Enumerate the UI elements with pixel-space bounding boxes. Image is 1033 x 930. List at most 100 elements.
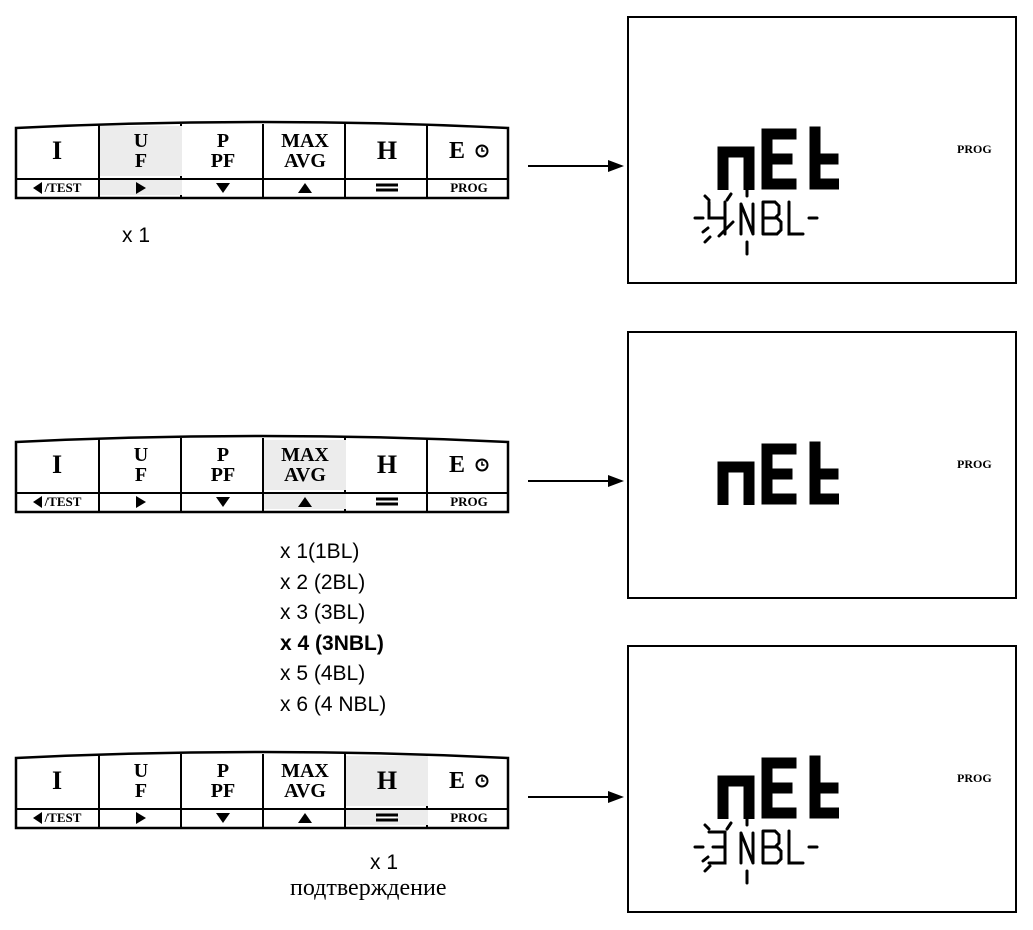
left-test-button[interactable]: /TEST — [16, 180, 98, 195]
arrow-down-icon — [216, 496, 230, 507]
down-button[interactable] — [182, 810, 264, 825]
key-h[interactable]: H — [346, 756, 428, 806]
key-label-top: MAX — [281, 760, 329, 782]
enter-icon — [376, 497, 398, 506]
arrow-right-icon — [136, 181, 146, 194]
key-label: H — [376, 450, 398, 479]
arrow-left-icon — [32, 181, 42, 194]
prog-indicator: PROG — [957, 457, 992, 471]
up-button[interactable] — [264, 494, 346, 509]
confirm-label: подтверждение — [290, 875, 447, 901]
key-label-bottom: F — [134, 464, 148, 486]
left-test-button[interactable]: /TEST — [16, 810, 98, 825]
lcd-letter-b — [761, 829, 783, 865]
key-e-clock[interactable]: E — [428, 756, 510, 806]
lcd-letter-l — [787, 829, 805, 865]
key-h[interactable]: H — [346, 440, 428, 490]
key-label: H — [376, 136, 398, 165]
key-label-bottom: PF — [210, 780, 236, 802]
key-label-bottom: F — [134, 150, 148, 172]
lcd-seg-n — [717, 775, 755, 819]
key-label: E — [448, 768, 465, 794]
key-i[interactable]: I — [16, 756, 98, 806]
press-option: x 6 (4 NBL) — [280, 692, 387, 716]
enter-button[interactable] — [346, 494, 428, 509]
key-label: E — [448, 138, 465, 164]
key-label-top: P — [216, 444, 230, 466]
arrow-right-icon — [136, 811, 146, 824]
key-e-clock[interactable]: E — [428, 126, 510, 176]
down-button[interactable] — [182, 180, 264, 195]
key-label-top: P — [216, 130, 230, 152]
press-count-step-1: x 1 — [122, 224, 151, 247]
lcd-seg-t — [809, 755, 839, 819]
arrow-right-icon — [136, 495, 146, 508]
press-options-list: x 1(1BL) x 2 (2BL) x 3 (3BL) x 4 (3NBL) … — [280, 537, 386, 720]
enter-icon — [376, 813, 398, 822]
key-label-bottom: AVG — [284, 464, 326, 486]
lcd-letter-b — [761, 200, 783, 236]
lcd-line1-net — [717, 755, 839, 819]
press-option: x 2 (2BL) — [280, 570, 366, 594]
arrow-up-icon — [298, 496, 312, 507]
prog-indicator: PROG — [957, 771, 992, 785]
key-label-top: P — [216, 760, 230, 782]
key-label-top: U — [133, 130, 149, 152]
right-button[interactable] — [100, 494, 182, 509]
lcd-seg-t — [809, 126, 839, 190]
key-label-bottom: PF — [210, 464, 236, 486]
right-button[interactable] — [100, 180, 182, 195]
lcd-display-step-1: PROG — [627, 16, 1017, 284]
press-option: x 5 (4BL) — [280, 662, 366, 685]
key-h[interactable]: H — [346, 126, 428, 176]
sub-label-test: /TEST — [44, 493, 82, 509]
prog-button[interactable]: PROG — [428, 494, 510, 509]
enter-icon — [376, 183, 398, 192]
lcd-blink-marks — [701, 821, 733, 873]
prog-indicator: PROG — [957, 142, 992, 156]
lcd-seg-t — [809, 441, 839, 505]
key-label-top: MAX — [281, 130, 329, 152]
arrow-left-icon — [32, 811, 42, 824]
lcd-line1-net — [717, 126, 839, 190]
lcd-seg-e — [761, 443, 797, 505]
key-label: I — [51, 136, 63, 165]
arrow-step-3 — [528, 791, 624, 803]
key-label-bottom: AVG — [284, 780, 326, 802]
lcd-display-step-3: PROG — [627, 645, 1017, 913]
lcd-line2-3nbl-blinking — [693, 817, 819, 885]
key-i[interactable]: I — [16, 126, 98, 176]
arrow-left-icon — [32, 495, 42, 508]
arrow-step-2 — [528, 475, 624, 487]
clock-icon — [475, 458, 489, 472]
up-button[interactable] — [264, 810, 346, 825]
key-label-top: MAX — [281, 444, 329, 466]
sub-label-prog: PROG — [450, 179, 488, 195]
sub-label-prog: PROG — [450, 809, 488, 825]
key-label-top: U — [133, 444, 149, 466]
arrow-up-icon — [298, 182, 312, 193]
enter-button[interactable] — [346, 180, 428, 195]
key-e-clock[interactable]: E — [428, 440, 510, 490]
enter-button[interactable] — [346, 810, 428, 825]
keypad-frame — [14, 120, 510, 200]
sub-label-test: /TEST — [44, 809, 82, 825]
down-button[interactable] — [182, 494, 264, 509]
right-button[interactable] — [100, 810, 182, 825]
left-test-button[interactable]: /TEST — [16, 494, 98, 509]
prog-button[interactable]: PROG — [428, 810, 510, 825]
prog-button[interactable]: PROG — [428, 180, 510, 195]
key-i[interactable]: I — [16, 440, 98, 490]
up-button[interactable] — [264, 180, 346, 195]
